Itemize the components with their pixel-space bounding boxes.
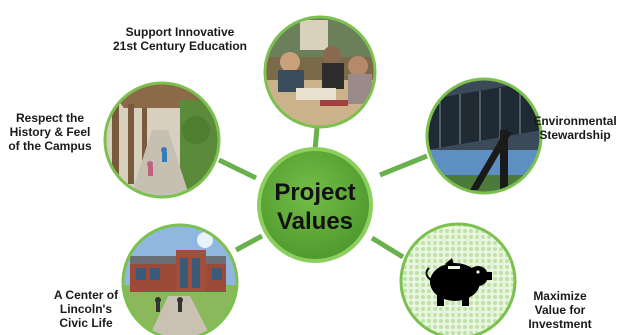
piggy-bank-icon <box>425 258 492 306</box>
connector-history <box>217 157 258 181</box>
node-education-image <box>263 15 377 129</box>
label-history: Respect the History & Feel of the Campus <box>8 111 92 153</box>
center-hub: Project Values <box>257 147 373 263</box>
label-education: Support Innovative 21st Century Educatio… <box>112 25 248 53</box>
node-investment-image <box>399 222 517 335</box>
label-environment: Environmental Stewardship <box>533 114 617 142</box>
connector-environment <box>379 153 428 178</box>
node-civic-image <box>121 223 239 335</box>
connector-civic <box>234 233 264 253</box>
connector-lines <box>217 127 428 260</box>
label-investment: Maximize Value for Investment <box>528 289 592 331</box>
node-environment-image <box>425 77 543 195</box>
connector-investment <box>370 235 405 260</box>
center-title-line-2: Values <box>277 208 353 235</box>
center-title-line-1: Project <box>274 179 355 206</box>
connector-education <box>312 127 320 151</box>
node-history-image <box>103 81 221 199</box>
label-civic: A Center of Lincoln's Civic Life <box>53 288 119 330</box>
